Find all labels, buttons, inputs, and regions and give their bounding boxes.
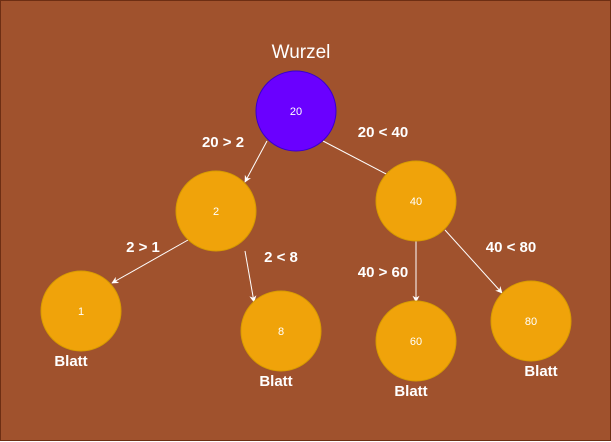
node-1: 1 (40, 270, 122, 352)
edge-label-40-80: 40 < 80 (486, 239, 536, 256)
edge-label-20-2: 20 > 2 (202, 134, 244, 151)
node-80-label: 80 (525, 316, 537, 328)
node-2-circle (175, 170, 257, 252)
node-20: 20 (255, 70, 337, 152)
leaf-label-60: Blatt (394, 383, 427, 400)
edge-label-2-1: 2 > 1 (126, 239, 160, 256)
node-8-circle (240, 290, 322, 372)
node-40-circle (375, 160, 457, 242)
node-20-label: 20 (290, 106, 302, 118)
edge-label-2-8: 2 < 8 (264, 249, 298, 266)
node-2-label: 2 (213, 206, 219, 218)
node-20-circle (255, 70, 337, 152)
edge-2-1 (111, 239, 189, 284)
node-40-label: 40 (410, 196, 422, 208)
edge-2-8 (244, 250, 257, 303)
edge-20-40 (322, 140, 393, 178)
node-60-label: 60 (410, 336, 422, 348)
node-80-circle (490, 280, 572, 362)
node-1-label: 1 (78, 306, 84, 318)
node-2: 2 (175, 170, 257, 252)
edge-20-2 (244, 140, 268, 183)
leaf-label-1: Blatt (54, 353, 87, 370)
edge-label-20-40: 20 < 40 (358, 124, 408, 141)
edge-label-40-60: 40 > 60 (358, 264, 408, 281)
node-80: 80 (490, 280, 572, 362)
leaf-label-80: Blatt (524, 363, 557, 380)
node-8: 8 (240, 290, 322, 372)
node-40: 40 (375, 160, 457, 242)
leaf-label-8: Blatt (259, 373, 292, 390)
node-1-circle (40, 270, 122, 352)
node-8-label: 8 (278, 326, 284, 338)
node-60: 60 (375, 300, 457, 382)
root-title-label: Wurzel (272, 42, 331, 63)
node-60-circle (375, 300, 457, 382)
edge-40-80 (444, 229, 503, 294)
